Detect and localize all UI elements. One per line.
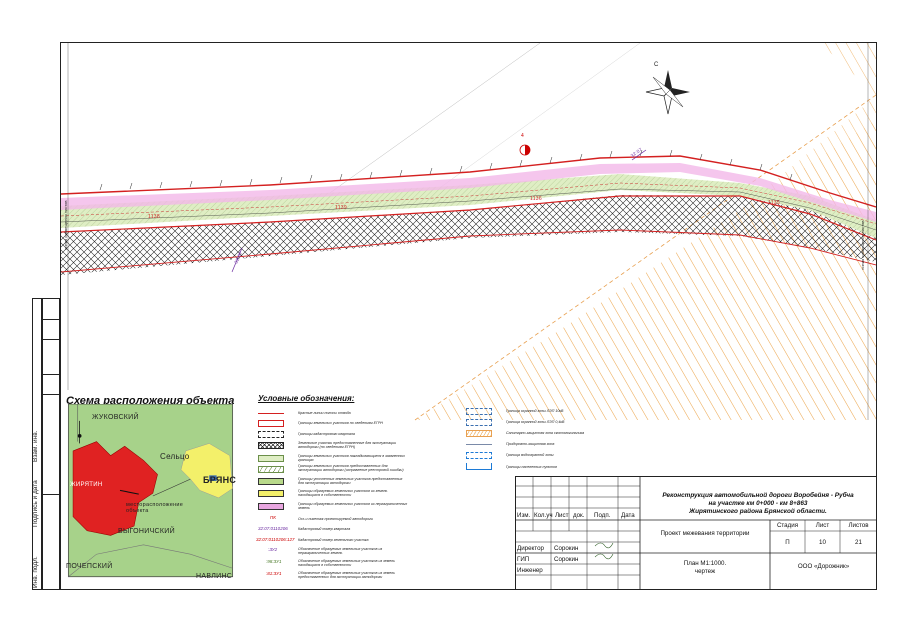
place-bryansk: БРЯНС (203, 475, 237, 485)
strip-label-sign: Подпись и дата (32, 480, 39, 527)
tb-header-doc: док. (573, 512, 585, 519)
legend-title: Условные обозначения: (258, 394, 355, 403)
legend-item: Границы образуемых земельных участков из… (298, 502, 408, 510)
crosshatch-band (61, 195, 876, 275)
compass-rose-icon (645, 70, 690, 115)
compass-north-label: С (654, 62, 659, 68)
legend-item: Обозначение образуемых земельных участко… (298, 559, 395, 567)
place-navlya: НАВЛИНС (196, 573, 233, 580)
parcel-label: 1136 (530, 196, 542, 202)
tb-role-director: Директор (517, 545, 544, 552)
tb-role-gip: ГИП (517, 556, 530, 563)
legend-swatch (258, 455, 284, 462)
tb-header-podp: Подп. (594, 512, 611, 519)
red-line-bottom (61, 195, 876, 241)
project-title-line: Жирятинского района Брянской области. (689, 508, 827, 515)
parcel-label: 1139 (335, 205, 347, 211)
legend-item: Границы земельных участков предоставленн… (298, 464, 404, 472)
left-stamp-strip-outer (32, 298, 42, 590)
project-title-line: Реконструкция автомобильной дороги Вороб… (662, 492, 854, 499)
legend-item: Граница охранной зоны ЛЭП 0,4кВ (506, 420, 565, 424)
marker-label: 4 (521, 133, 525, 139)
place-pochep: ПОЧЕПСКИЙ (66, 563, 113, 570)
red-line-top (61, 155, 876, 208)
legend-code-zu2: :98:ЗУ1 (266, 559, 282, 564)
legend-item: Границы населенных пунктов (506, 465, 557, 469)
legend-swatch (258, 413, 284, 415)
legend-item: Санитарно-защитная зона скотомогильника (506, 431, 585, 435)
tb-role-engineer: Инженер (517, 567, 543, 574)
project-title: Реконструкция автомобильной дороги Вороб… (640, 492, 876, 516)
legend-item: Границы кадастрового квартала (298, 432, 355, 436)
legend-item: Граница водоохранной зоны (506, 453, 554, 457)
tb-header-kol: Кол.уч (534, 512, 553, 519)
tb-organization: ООО «Дорожник» (797, 563, 850, 570)
legend-swatch (258, 490, 284, 497)
place-zhiryatino: ЖИРЯТИН (70, 482, 103, 488)
project-title-line: на участке км 0+000 - км 8+863 (708, 500, 808, 507)
title-block-grid (515, 476, 877, 590)
legend-item: Обозначение образуемых земельных участко… (298, 547, 383, 555)
legend-swatch (258, 466, 284, 473)
tb-sheet-name-line: чертеж (694, 568, 716, 575)
parcel-label: 1135 (768, 200, 780, 206)
tb-name-gip: Сорокин (554, 556, 579, 563)
legend-item: Границы земельных участков по сведениям … (298, 421, 383, 425)
tb-sheets-header: Листов (848, 522, 869, 529)
place-zhukovsky: ЖУКОВСКИЙ (92, 414, 139, 421)
location-scheme-map (67, 404, 234, 578)
legend-item: Границы образуемых земельных участков из… (298, 489, 388, 497)
sheet-frame (60, 42, 877, 590)
legend-item: Красные линии полосы отвода (298, 411, 351, 415)
tb-sheets-value: 21 (855, 539, 862, 546)
legend-item: Кадастровый номер квартала (298, 527, 351, 531)
legend-swatch (466, 444, 492, 446)
legend-code-pk: ПК (270, 515, 276, 520)
strip-label-vzam: Взам. инв. (32, 430, 39, 463)
legend-item: Границы земельных участков накладывающие… (298, 454, 405, 462)
left-stamp-strip (42, 298, 61, 590)
legend-item: Ось и пикетаж проектируемой автодороги (298, 517, 373, 521)
tb-stage-value: П (785, 539, 790, 546)
legend-item: Земельные участки предоставленные для эк… (298, 441, 397, 449)
legend-swatch (258, 442, 284, 449)
legend-item: Придорожно-защитная зона (506, 442, 555, 446)
legend-swatch (466, 463, 492, 470)
place-object: месторасположение объекта (126, 502, 184, 514)
tb-sheet-name-line: План М1:1000. (683, 560, 727, 567)
legend-swatch (466, 419, 492, 426)
legend-code-quarter: 32:07:0110206 (258, 526, 288, 531)
legend-code-zu1: :ЗУ2 (268, 547, 278, 552)
place-vygonichi: ВЫГОНИЧСКИЙ (118, 528, 175, 535)
legend-swatch (466, 408, 492, 415)
road-pink-band (61, 163, 876, 222)
strip-label-inv: Инв. подл. (32, 556, 39, 588)
legend-code-zu3: :81:ЗУ1 (266, 571, 282, 576)
tb-sheet-value: 10 (819, 539, 826, 546)
legend-item: Границы уточненных земельных участков пр… (298, 477, 403, 485)
legend-swatch (466, 452, 492, 459)
legend-item: Кадастровый номер земельного участка (298, 538, 369, 542)
legend-swatch (258, 420, 284, 427)
tb-header-izm: Изм. (517, 512, 531, 519)
legend-swatch (258, 431, 284, 438)
tb-header-list: Лист (555, 512, 569, 519)
place-selco: Сельцо (160, 452, 190, 461)
legend-swatch (466, 430, 492, 437)
legend-item: Граница охранной зоны ЛЭП 10кВ (506, 409, 564, 413)
tb-name-director: Сорокин (554, 545, 579, 552)
tb-sheet-name: План М1:1000. чертеж (640, 560, 770, 576)
legend-item: Обозначение образуемых земельных участко… (298, 571, 395, 579)
legend-swatch (258, 478, 284, 485)
legend-swatch (258, 503, 284, 510)
tb-section: Проект межевания территории (660, 530, 750, 537)
tb-sheet-header: Лист (815, 522, 830, 529)
legend-code-parcel: 32:07:0110206:127 (256, 537, 295, 542)
tb-stage-header: Стадия (776, 522, 799, 529)
tb-header-data: Дата (621, 512, 635, 519)
parcel-label: 1138 (148, 214, 160, 220)
